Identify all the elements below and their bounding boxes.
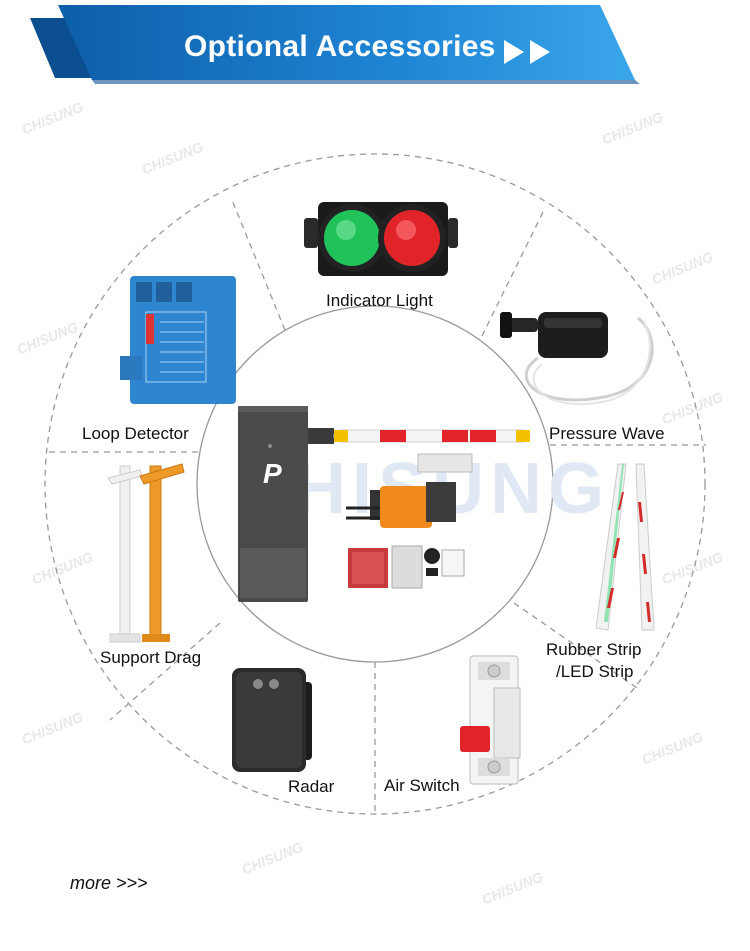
rubber-strip-image [596,463,655,631]
motor-assembly [346,453,473,528]
label-led-strip: /LED Strip [556,662,634,681]
label-pressure-wave: Pressure Wave [549,424,665,443]
support-drag-image [107,463,185,643]
more-link[interactable]: more >>> [70,873,148,893]
radar-image [232,668,312,772]
page-title: Optional Accessories [184,30,496,63]
air-switch-image [460,655,521,785]
gate-logo: P [263,458,282,489]
banner-shape [30,5,640,84]
barrier-gate-image [238,406,531,602]
label-radar: Radar [288,777,335,796]
header-banner: Optional Accessories [0,0,750,90]
label-rubber-strip: Rubber Strip [546,640,642,659]
indicator-light-image [304,202,458,276]
pressure-wave-image [500,312,654,406]
label-indicator-light: Indicator Light [326,291,433,310]
loop-detector-image [120,276,236,404]
label-loop-detector: Loop Detector [82,424,189,443]
label-support-drag: Support Drag [100,648,202,667]
label-air-switch: Air Switch [384,776,460,795]
double-arrow-icon [504,40,550,64]
barrier-gate-product: CHISUNG [230,398,604,608]
